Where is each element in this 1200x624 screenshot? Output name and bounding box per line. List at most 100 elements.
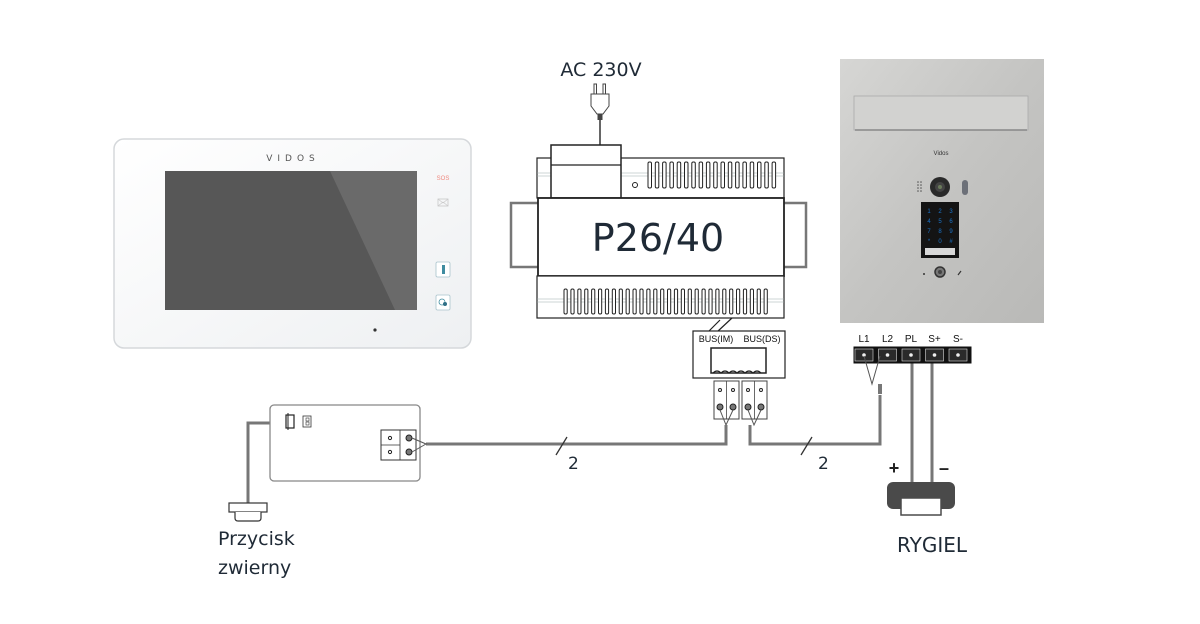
keypad-key[interactable]: * (928, 239, 931, 245)
vent-slot (735, 161, 740, 189)
terminal-label: S+ (928, 334, 941, 345)
vent-slots-top (647, 161, 777, 189)
vent-slot (713, 161, 718, 189)
keypad-key[interactable]: 2 (938, 209, 942, 215)
vent-slot (701, 288, 706, 315)
vent-slots-bottom (563, 288, 768, 315)
bus-im-label: BUS(IM) (699, 334, 734, 344)
button-label-line1: Przycisk (218, 528, 295, 550)
keypad-key[interactable]: 8 (938, 229, 942, 235)
bus-terminal-block: BUS(IM) BUS(DS) (692, 317, 786, 427)
exit-push-button (228, 502, 268, 522)
lock-minus-sign: – (939, 458, 949, 478)
keypad-key[interactable]: 7 (927, 229, 931, 235)
vent-slot (653, 288, 658, 315)
vent-slot (611, 288, 616, 315)
vent-slot (684, 161, 689, 189)
vent-slot (591, 288, 596, 315)
wire-bus-doorstation (748, 395, 882, 446)
lock-label: RYGIEL (897, 533, 968, 557)
vent-slot (598, 288, 603, 315)
vent-slot (771, 161, 777, 189)
keypad-keys: 1 2 3 4 5 6 7 8 9 * 0 # (927, 209, 953, 245)
keypad-key[interactable]: 6 (949, 219, 953, 225)
terminal-screw (862, 353, 866, 357)
electric-lock: + – RYGIEL (887, 458, 968, 557)
door-station-brand: Vidos (934, 151, 949, 157)
wire-count-right: 2 (818, 454, 829, 474)
vent-slot (662, 161, 667, 189)
microphone-hole (373, 328, 377, 332)
speaker-grille (917, 181, 922, 192)
vent-slot (756, 288, 761, 315)
keypad-key[interactable]: 4 (927, 219, 931, 225)
terminal-label: L1 (858, 334, 870, 345)
name-plate (853, 95, 1029, 131)
keypad-key[interactable]: 3 (949, 209, 953, 215)
vent-slot (729, 288, 734, 315)
sos-button[interactable]: SOS (437, 176, 450, 182)
keypad-key[interactable]: 9 (949, 229, 953, 235)
vent-slot (757, 161, 762, 189)
power-supply-controller: P26/40 (509, 144, 808, 319)
terminal-label: PL (905, 334, 918, 345)
vent-slot (720, 161, 725, 189)
wire-monitor-bus (426, 425, 728, 446)
vent-slot (618, 288, 623, 315)
vent-slot (604, 288, 610, 315)
lock-plus-sign: + (889, 458, 900, 478)
message-icon[interactable] (437, 198, 449, 207)
light-sensor (962, 180, 968, 195)
vent-slot (669, 161, 674, 189)
door-unlock-button[interactable] (435, 261, 451, 278)
vent-slot (570, 288, 575, 315)
keypad-key[interactable]: 5 (938, 219, 942, 225)
door-icon (442, 265, 445, 274)
vent-slot (742, 161, 747, 189)
talk-button[interactable] (435, 294, 451, 311)
vent-slot (639, 288, 644, 315)
bus-im-terminal (713, 380, 740, 420)
vent-slot (708, 288, 713, 315)
vent-slot (676, 161, 682, 189)
vent-slot (691, 161, 696, 189)
vent-slot (749, 161, 755, 189)
vent-slot (563, 288, 568, 315)
button-connector (285, 413, 312, 430)
door-station: Vidos 1 2 3 4 5 6 7 8 9 * 0 # (840, 59, 1044, 323)
vent-slot (722, 288, 727, 315)
controller-label: P26/40 (592, 216, 724, 260)
vent-slot (763, 288, 768, 315)
exit-button-module: Przycisk zwierny (218, 404, 428, 579)
terminal-screw (956, 353, 960, 357)
monitor-brand: VIDOS (266, 154, 320, 164)
vent-slot (577, 288, 582, 315)
vent-slot (764, 161, 769, 189)
status-led (632, 182, 638, 188)
vent-slot (705, 161, 711, 189)
vent-slot (687, 288, 692, 315)
keypad-nameplate (925, 248, 955, 255)
vent-slot (749, 288, 754, 315)
module-bus-terminal (380, 429, 428, 461)
wire-count-left: 2 (568, 454, 579, 474)
keypad-key[interactable]: 1 (927, 209, 931, 215)
wire-count-slash-left (555, 436, 568, 456)
keypad-key[interactable]: # (949, 239, 953, 245)
transformer-block (550, 144, 622, 199)
terminal-screw (885, 353, 890, 357)
vent-slot (647, 161, 652, 189)
terminal-screw (932, 353, 937, 357)
screen-reflection (330, 171, 417, 310)
vent-slot (632, 288, 637, 315)
vent-slot (715, 288, 720, 315)
vent-slot (736, 288, 741, 315)
keypad-key[interactable]: 0 (938, 239, 942, 245)
vent-slot (667, 288, 672, 315)
terminal-label: S- (953, 334, 963, 345)
bus-ds-label: BUS(DS) (743, 334, 780, 344)
vent-slot (673, 288, 679, 315)
button-label-line2: zwierny (218, 557, 291, 579)
